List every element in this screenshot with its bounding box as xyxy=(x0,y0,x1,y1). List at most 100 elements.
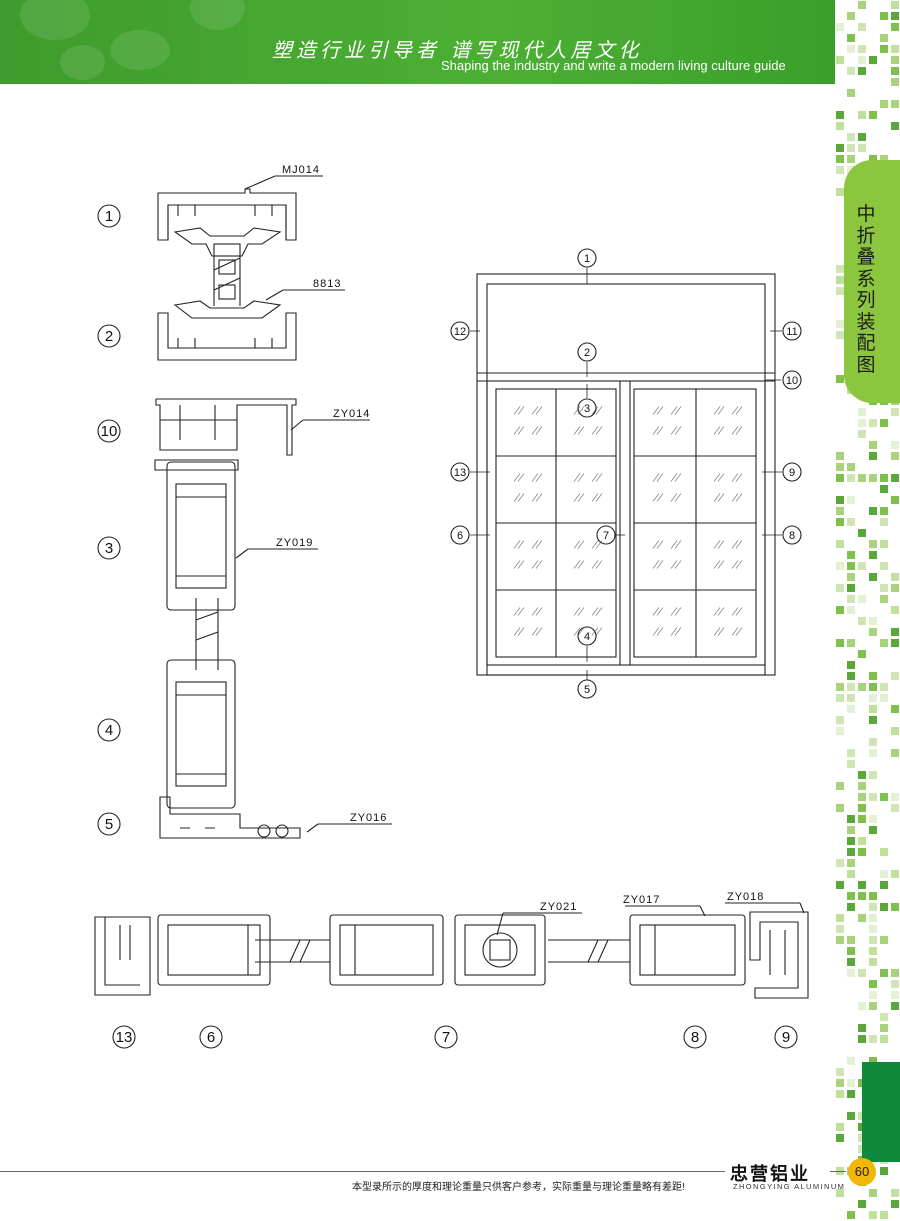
glass-hatch-mark xyxy=(531,493,539,502)
mosaic-square xyxy=(858,562,866,570)
mosaic-square xyxy=(891,870,899,878)
footer-rule-short xyxy=(830,1171,846,1172)
elev-callout-7: 7 xyxy=(596,525,616,545)
mosaic-square xyxy=(836,562,844,570)
mosaic-square xyxy=(880,34,888,42)
mosaic-square xyxy=(836,507,844,515)
elev-callout-3: 3 xyxy=(577,398,597,418)
mosaic-square xyxy=(858,474,866,482)
glass-hatch-mark xyxy=(595,607,603,616)
svg-text:5: 5 xyxy=(584,684,590,696)
mosaic-square xyxy=(891,903,899,911)
mosaic-square xyxy=(836,1068,844,1076)
mosaic-square xyxy=(891,1189,899,1197)
mosaic-square xyxy=(836,683,844,691)
mosaic-square xyxy=(880,793,888,801)
glass-hatch-mark xyxy=(717,607,725,616)
glass-hatch-mark xyxy=(674,493,682,502)
glass-hatch-mark xyxy=(670,627,678,636)
glass-hatch-mark xyxy=(577,493,585,502)
mosaic-square xyxy=(847,12,855,20)
glass-hatch-mark xyxy=(531,627,539,636)
glass-hatch-mark xyxy=(670,406,678,415)
mosaic-square xyxy=(858,144,866,152)
mosaic-square xyxy=(869,749,877,757)
elev-callout-12: 12 xyxy=(450,321,470,341)
mosaic-square xyxy=(891,969,899,977)
glass-hatch-mark xyxy=(717,406,725,415)
mosaic-square xyxy=(869,716,877,724)
glass-hatch-mark xyxy=(513,406,521,415)
glass-hatch-mark xyxy=(595,560,603,569)
glass-hatch-mark xyxy=(670,426,678,435)
mosaic-square xyxy=(847,155,855,163)
mosaic-square xyxy=(869,991,877,999)
glass-hatch-mark xyxy=(713,493,721,502)
mosaic-square xyxy=(869,903,877,911)
glass-hatch-mark xyxy=(735,426,743,435)
mosaic-square xyxy=(847,936,855,944)
mosaic-square xyxy=(869,1002,877,1010)
mosaic-square xyxy=(836,1134,844,1142)
mosaic-square xyxy=(847,474,855,482)
mosaic-square xyxy=(847,672,855,680)
mosaic-square xyxy=(836,881,844,889)
glass-hatch-mark xyxy=(591,473,599,482)
svg-text:7: 7 xyxy=(442,1029,450,1046)
glass-hatch-mark xyxy=(531,607,539,616)
mosaic-square xyxy=(858,67,866,75)
mosaic-square xyxy=(858,408,866,416)
svg-text:4: 4 xyxy=(105,722,113,739)
glass-hatch-mark xyxy=(656,426,664,435)
mosaic-square xyxy=(836,716,844,724)
svg-text:13: 13 xyxy=(116,1029,133,1046)
glass-hatch-mark xyxy=(535,607,543,616)
glass-hatch-mark xyxy=(652,473,660,482)
glass-hatch-mark xyxy=(591,560,599,569)
glass-hatch-mark xyxy=(674,540,682,549)
glass-hatch-mark xyxy=(591,426,599,435)
mosaic-square xyxy=(836,463,844,471)
mosaic-square xyxy=(836,276,844,284)
mosaic-square xyxy=(869,1057,877,1065)
mosaic-square xyxy=(880,1013,888,1021)
glass-hatch-mark xyxy=(531,473,539,482)
mosaic-square xyxy=(880,100,888,108)
mosaic-square xyxy=(836,804,844,812)
elev-callout-2: 2 xyxy=(577,342,597,362)
glass-hatch-mark xyxy=(573,627,581,636)
leaf-decoration xyxy=(20,0,90,40)
glass-hatch-mark xyxy=(517,493,525,502)
mosaic-square xyxy=(891,441,899,449)
glass-hatch-mark xyxy=(517,426,525,435)
glass-hatch-mark xyxy=(735,540,743,549)
glass-hatch-mark xyxy=(652,426,660,435)
glass-hatch-mark xyxy=(713,627,721,636)
glass-hatch-mark xyxy=(535,540,543,549)
mosaic-square xyxy=(880,485,888,493)
mosaic-square xyxy=(891,56,899,64)
mosaic-square xyxy=(858,804,866,812)
glass-hatch-mark xyxy=(731,607,739,616)
mosaic-square xyxy=(858,782,866,790)
glass-hatch-mark xyxy=(717,560,725,569)
mosaic-square xyxy=(836,331,844,339)
mosaic-square xyxy=(891,793,899,801)
label-mj014: MJ014 xyxy=(282,164,320,176)
mosaic-square xyxy=(847,815,855,823)
glass-hatch-mark xyxy=(674,607,682,616)
glass-hatch-mark xyxy=(674,560,682,569)
mosaic-square xyxy=(847,144,855,152)
mosaic-square xyxy=(836,265,844,273)
glass-hatch-mark xyxy=(513,426,521,435)
mosaic-square xyxy=(836,584,844,592)
glass-hatch-mark xyxy=(652,406,660,415)
mosaic-square xyxy=(847,958,855,966)
mosaic-square xyxy=(869,452,877,460)
slogan-chinese: 塑造行业引导者 谱写现代人居文化 xyxy=(272,38,643,62)
mosaic-square xyxy=(891,584,899,592)
mosaic-square xyxy=(869,617,877,625)
glass-hatch-mark xyxy=(656,493,664,502)
mosaic-square xyxy=(836,1090,844,1098)
mosaic-square xyxy=(880,12,888,20)
